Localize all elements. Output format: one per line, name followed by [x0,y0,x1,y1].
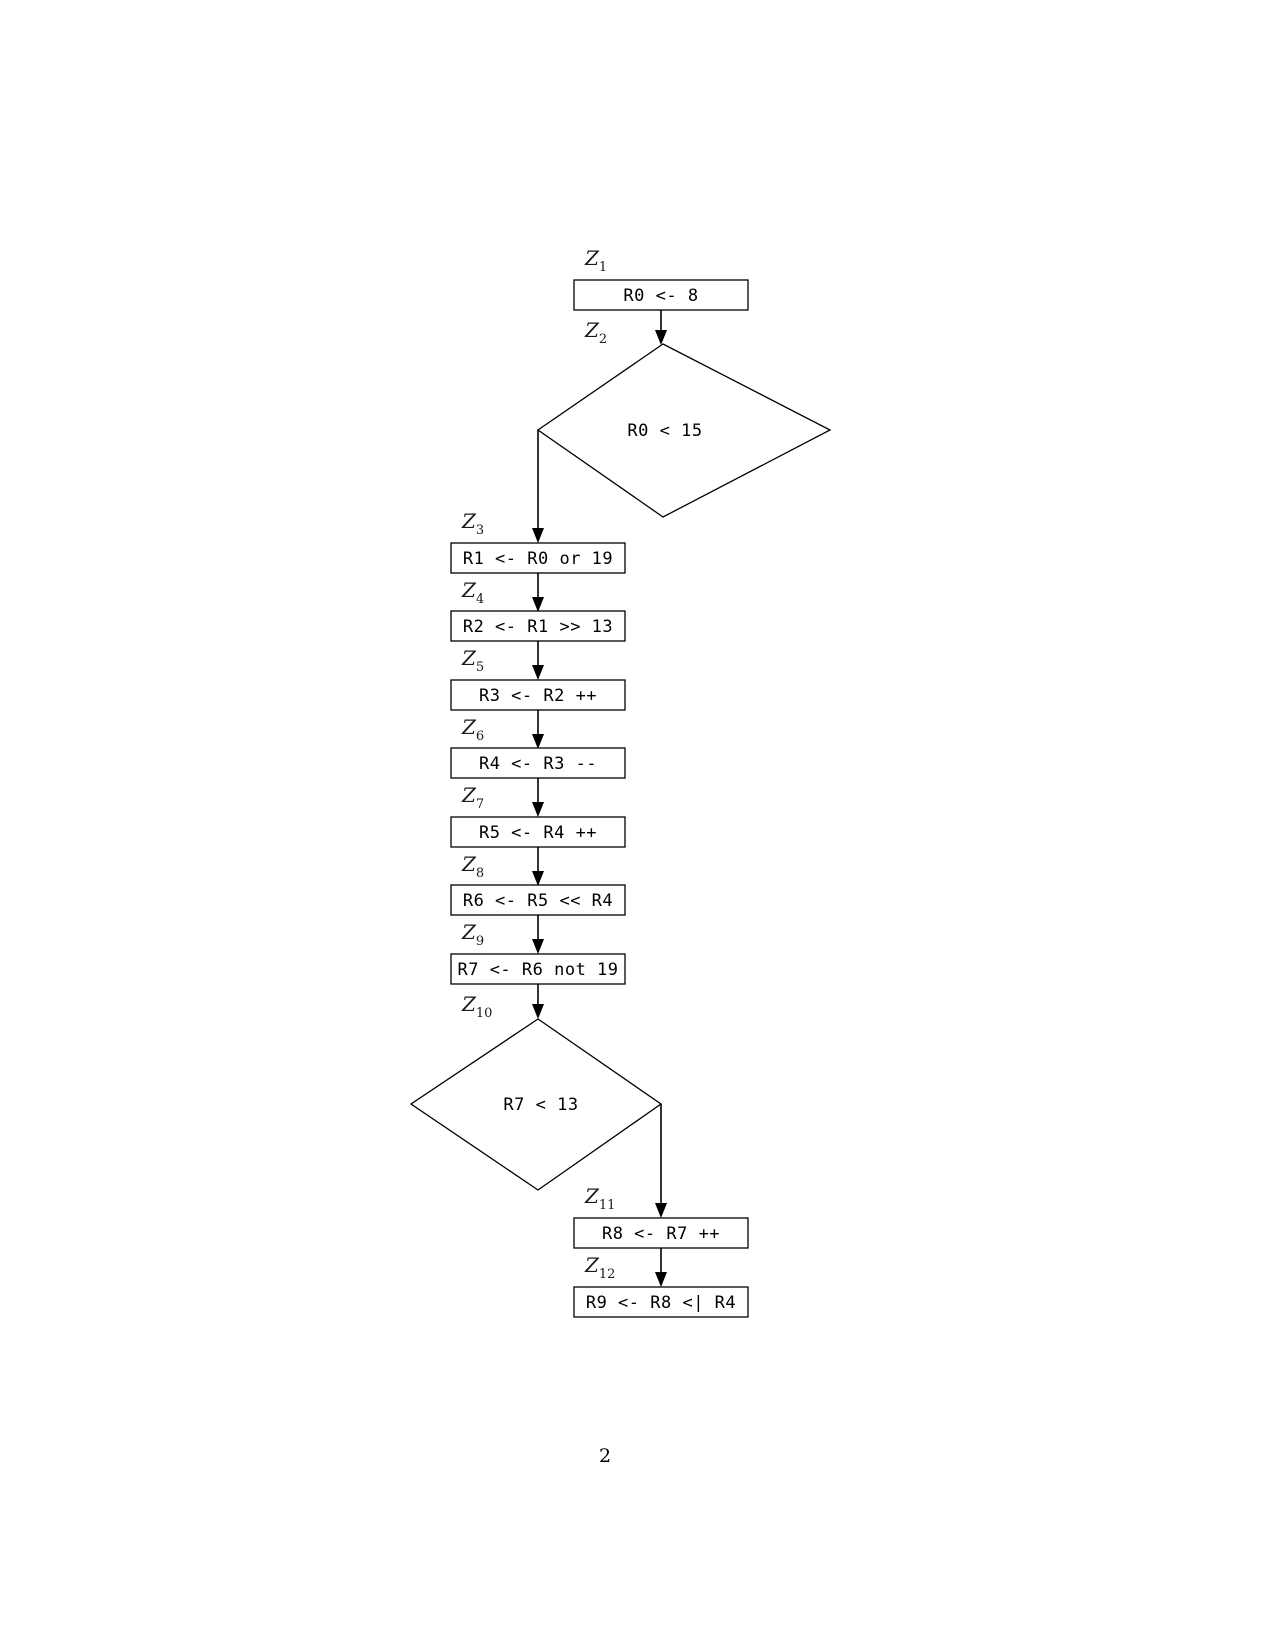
arrow-head-z5-z6 [532,734,544,749]
state-label-z4-base: Z [461,578,477,602]
state-label-z6-sub: 6 [476,729,484,744]
node-z11-text: R8 <- R7 ++ [602,1224,720,1244]
state-label-z8: Z8 [461,852,484,881]
node-z8-text: R6 <- R5 << R4 [463,891,613,911]
page-number: 2 [599,1445,611,1467]
node-z2[interactable]: R0 < 15 [536,343,832,518]
node-z1-shape[interactable] [573,279,749,311]
node-z4[interactable]: R2 <- R1 >> 13 [450,610,626,642]
edge-z6-z7 [532,778,544,817]
state-label-z9-sub: 9 [476,934,484,949]
arrow-head-z10-z11 [655,1203,667,1218]
state-label-z8-sub: 8 [476,866,484,881]
edge-group [532,310,667,1287]
node-z3[interactable]: R1 <- R0 or 19 [450,542,626,574]
edge-z5-z6 [532,710,544,749]
state-label-z4: Z4 [461,578,484,607]
node-z11[interactable]: R8 <- R7 ++ [573,1217,749,1249]
state-label-z2: Z2 [584,318,607,347]
state-label-z5-sub: 5 [476,660,484,675]
arrow-head-z1-z2 [655,330,667,345]
node-z12-text: R9 <- R8 <| R4 [586,1293,736,1313]
node-z1[interactable]: R0 <- 8 [573,279,749,311]
state-label-z9: Z9 [461,920,484,949]
node-z7-shape[interactable] [450,816,626,848]
node-z2-shape[interactable] [536,343,832,518]
edge-z10-z11 [655,1104,667,1218]
state-label-z5-base: Z [461,646,477,670]
node-z4-text: R2 <- R1 >> 13 [463,617,613,637]
state-label-z10: Z10 [461,992,492,1021]
node-z7[interactable]: R5 <- R4 ++ [450,816,626,848]
state-label-group: Z1 Z2 Z3 Z4 Z5 Z6 Z7 Z8 Z9 Z10 Z11 Z12 [461,246,615,1282]
node-z9-text: R7 <- R6 not 19 [457,960,618,980]
node-z5-shape[interactable] [450,679,626,711]
arrow-head-z9-z10 [532,1004,544,1019]
node-z11-shape[interactable] [573,1217,749,1249]
state-label-z9-base: Z [461,920,477,944]
state-label-z7-sub: 7 [476,797,484,812]
arrow-head-z8-z9 [532,939,544,954]
node-z6[interactable]: R4 <- R3 -- [450,747,626,779]
state-label-z5: Z5 [461,646,484,675]
node-z9[interactable]: R7 <- R6 not 19 [450,953,626,985]
edge-z9-z10 [532,984,544,1019]
node-z10-text: R7 < 13 [503,1095,578,1115]
state-label-z2-base: Z [584,318,600,342]
edge-z11-z12 [655,1248,667,1287]
edge-z2-z3 [532,430,544,543]
state-label-z6-base: Z [461,715,477,739]
node-z9-shape[interactable] [450,953,626,985]
node-z10[interactable]: R7 < 13 [409,1018,663,1191]
state-label-z11-sub: 11 [599,1198,616,1213]
node-z2-text: R0 < 15 [627,421,702,441]
node-z5-text: R3 <- R2 ++ [479,686,597,706]
node-z12-shape[interactable] [573,1286,749,1318]
state-label-z2-sub: 2 [599,332,607,347]
state-label-z7-base: Z [461,783,477,807]
arrow-head-z2-z3 [532,528,544,543]
node-z3-shape[interactable] [450,542,626,574]
state-label-z12: Z12 [584,1253,615,1282]
state-label-z1-base: Z [584,246,600,270]
state-label-z3: Z3 [461,509,484,538]
state-label-z8-base: Z [461,852,477,876]
node-z8-shape[interactable] [450,884,626,916]
state-label-z10-sub: 10 [476,1006,493,1021]
node-z8[interactable]: R6 <- R5 << R4 [450,884,626,916]
node-z6-shape[interactable] [450,747,626,779]
state-label-z11: Z11 [584,1184,615,1213]
edge-z1-z2 [655,310,667,345]
state-label-z4-sub: 4 [476,592,484,607]
state-label-z12-sub: 12 [599,1267,616,1282]
arrow-head-z4-z5 [532,665,544,680]
edge-z7-z8 [532,847,544,886]
state-label-z12-base: Z [584,1253,600,1277]
arrow-head-z6-z7 [532,802,544,817]
node-z4-shape[interactable] [450,610,626,642]
arrow-head-z7-z8 [532,871,544,886]
node-z10-shape[interactable] [409,1018,663,1191]
node-z1-text: R0 <- 8 [623,286,698,306]
node-z12[interactable]: R9 <- R8 <| R4 [573,1286,749,1318]
edge-z4-z5 [532,641,544,680]
state-label-z1-sub: 1 [599,260,607,275]
state-label-z11-base: Z [584,1184,600,1208]
node-z6-text: R4 <- R3 -- [479,754,597,774]
state-label-z7: Z7 [461,783,484,812]
state-label-z6: Z6 [461,715,484,744]
state-label-z1: Z1 [584,246,607,275]
edge-z3-z4 [532,573,544,612]
node-z7-text: R5 <- R4 ++ [479,823,597,843]
node-z5[interactable]: R3 <- R2 ++ [450,679,626,711]
state-label-z10-base: Z [461,992,477,1016]
state-label-z3-base: Z [461,509,477,533]
state-label-z3-sub: 3 [476,523,484,538]
arrow-head-z3-z4 [532,597,544,612]
arrow-head-z11-z12 [655,1272,667,1287]
node-z3-text: R1 <- R0 or 19 [463,549,613,569]
edge-z8-z9 [532,915,544,954]
